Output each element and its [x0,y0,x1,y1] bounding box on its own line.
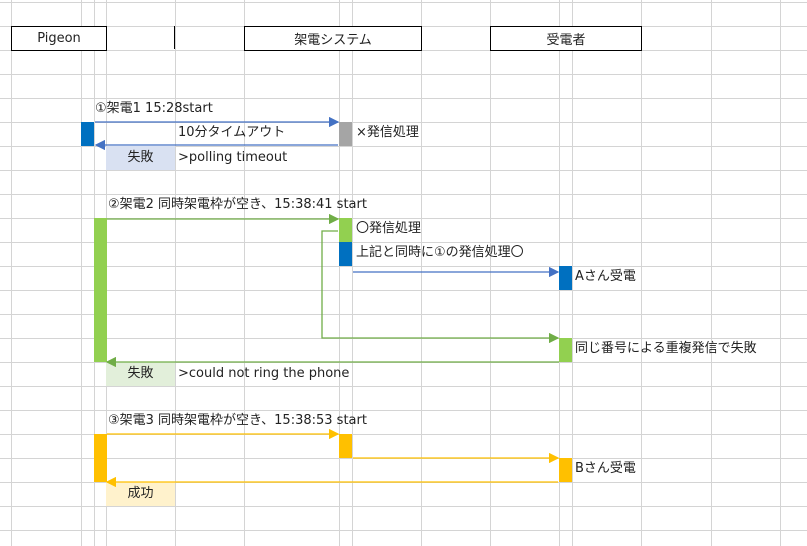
call2-reason: >could not ring the phone [178,366,350,381]
call3-result: 成功 [106,482,175,506]
call1-system-status: ×発信処理 [356,125,419,140]
row-gridline [0,530,807,531]
row-gridline [0,98,807,99]
column-gridline [711,0,712,546]
row-gridline [0,242,807,243]
column-gridline [572,0,573,546]
row-gridline [0,506,807,507]
call1-timeout: 10分タイムアウト [178,125,286,140]
call2-parallel-note: 上記と同時に①の発信処理〇 [356,245,524,260]
row-gridline [0,218,807,219]
column-gridline [81,0,82,546]
row-gridline [0,410,807,411]
row-gridline [0,314,807,315]
arrow-dup-call [321,230,560,344]
row-gridline [0,386,807,387]
receiver-b: Bさん受電 [575,461,636,476]
header-label: 受電者 [546,33,586,48]
row-gridline [0,74,807,75]
receiver-activation-a [559,266,572,290]
system-activation-3 [339,434,352,458]
divider [174,26,175,49]
column-gridline [421,0,422,546]
lane-header-system[interactable]: 架電システム [244,26,422,51]
call1-result: 失敗 [106,146,175,170]
header-label: Pigeon [37,31,81,46]
call2-system-status: 〇発信処理 [356,221,422,236]
lane-header-pigeon[interactable]: Pigeon [11,26,107,51]
system-activation-1 [339,122,352,146]
row-gridline [0,146,807,147]
receiver-a: Aさん受電 [575,269,636,284]
column-gridline [244,0,245,546]
lane-header-receiver[interactable]: 受電者 [490,26,642,51]
row-gridline [0,170,807,171]
column-gridline [339,0,340,546]
system-activation-2 [339,218,352,242]
system-activation-1-retry [339,242,352,266]
call1-title: ①架電1 15:28start [95,101,213,116]
row-gridline [0,266,807,267]
row-gridline [0,2,807,3]
header-label: 架電システム [294,33,372,48]
column-gridline [780,0,781,546]
column-gridline [352,0,353,546]
column-gridline [175,0,176,546]
row-gridline [0,434,807,435]
pigeon-activation-3 [94,434,107,482]
pigeon-activation-2 [94,218,107,362]
call2-title: ②架電2 同時架電枠が空き、15:38:41 start [108,197,367,212]
call1-reason: >polling timeout [178,150,288,165]
row-gridline [0,194,807,195]
row-gridline [0,290,807,291]
call2-dup-fail: 同じ番号による重複発信で失敗 [575,341,757,356]
receiver-activation-dup [559,338,572,362]
pigeon-activation-1 [81,122,94,146]
row-gridline [0,122,807,123]
column-gridline [641,0,642,546]
column-gridline [11,0,12,546]
column-gridline [490,0,491,546]
call2-result: 失敗 [106,362,175,386]
call3-title: ③架電3 同時架電枠が空き、15:38:53 start [108,413,367,428]
receiver-activation-b [559,458,572,482]
